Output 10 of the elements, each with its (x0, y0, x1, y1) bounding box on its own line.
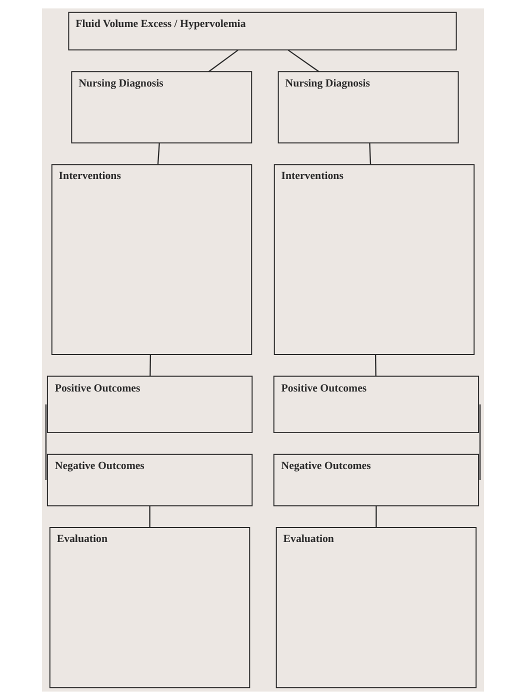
connector (287, 50, 319, 72)
connector (148, 506, 150, 528)
connector (156, 143, 160, 164)
connector (149, 354, 151, 376)
connector (374, 354, 376, 376)
connector (208, 50, 238, 72)
connector (478, 404, 480, 480)
connector (375, 506, 376, 528)
connector (368, 143, 371, 164)
connector (44, 404, 46, 480)
